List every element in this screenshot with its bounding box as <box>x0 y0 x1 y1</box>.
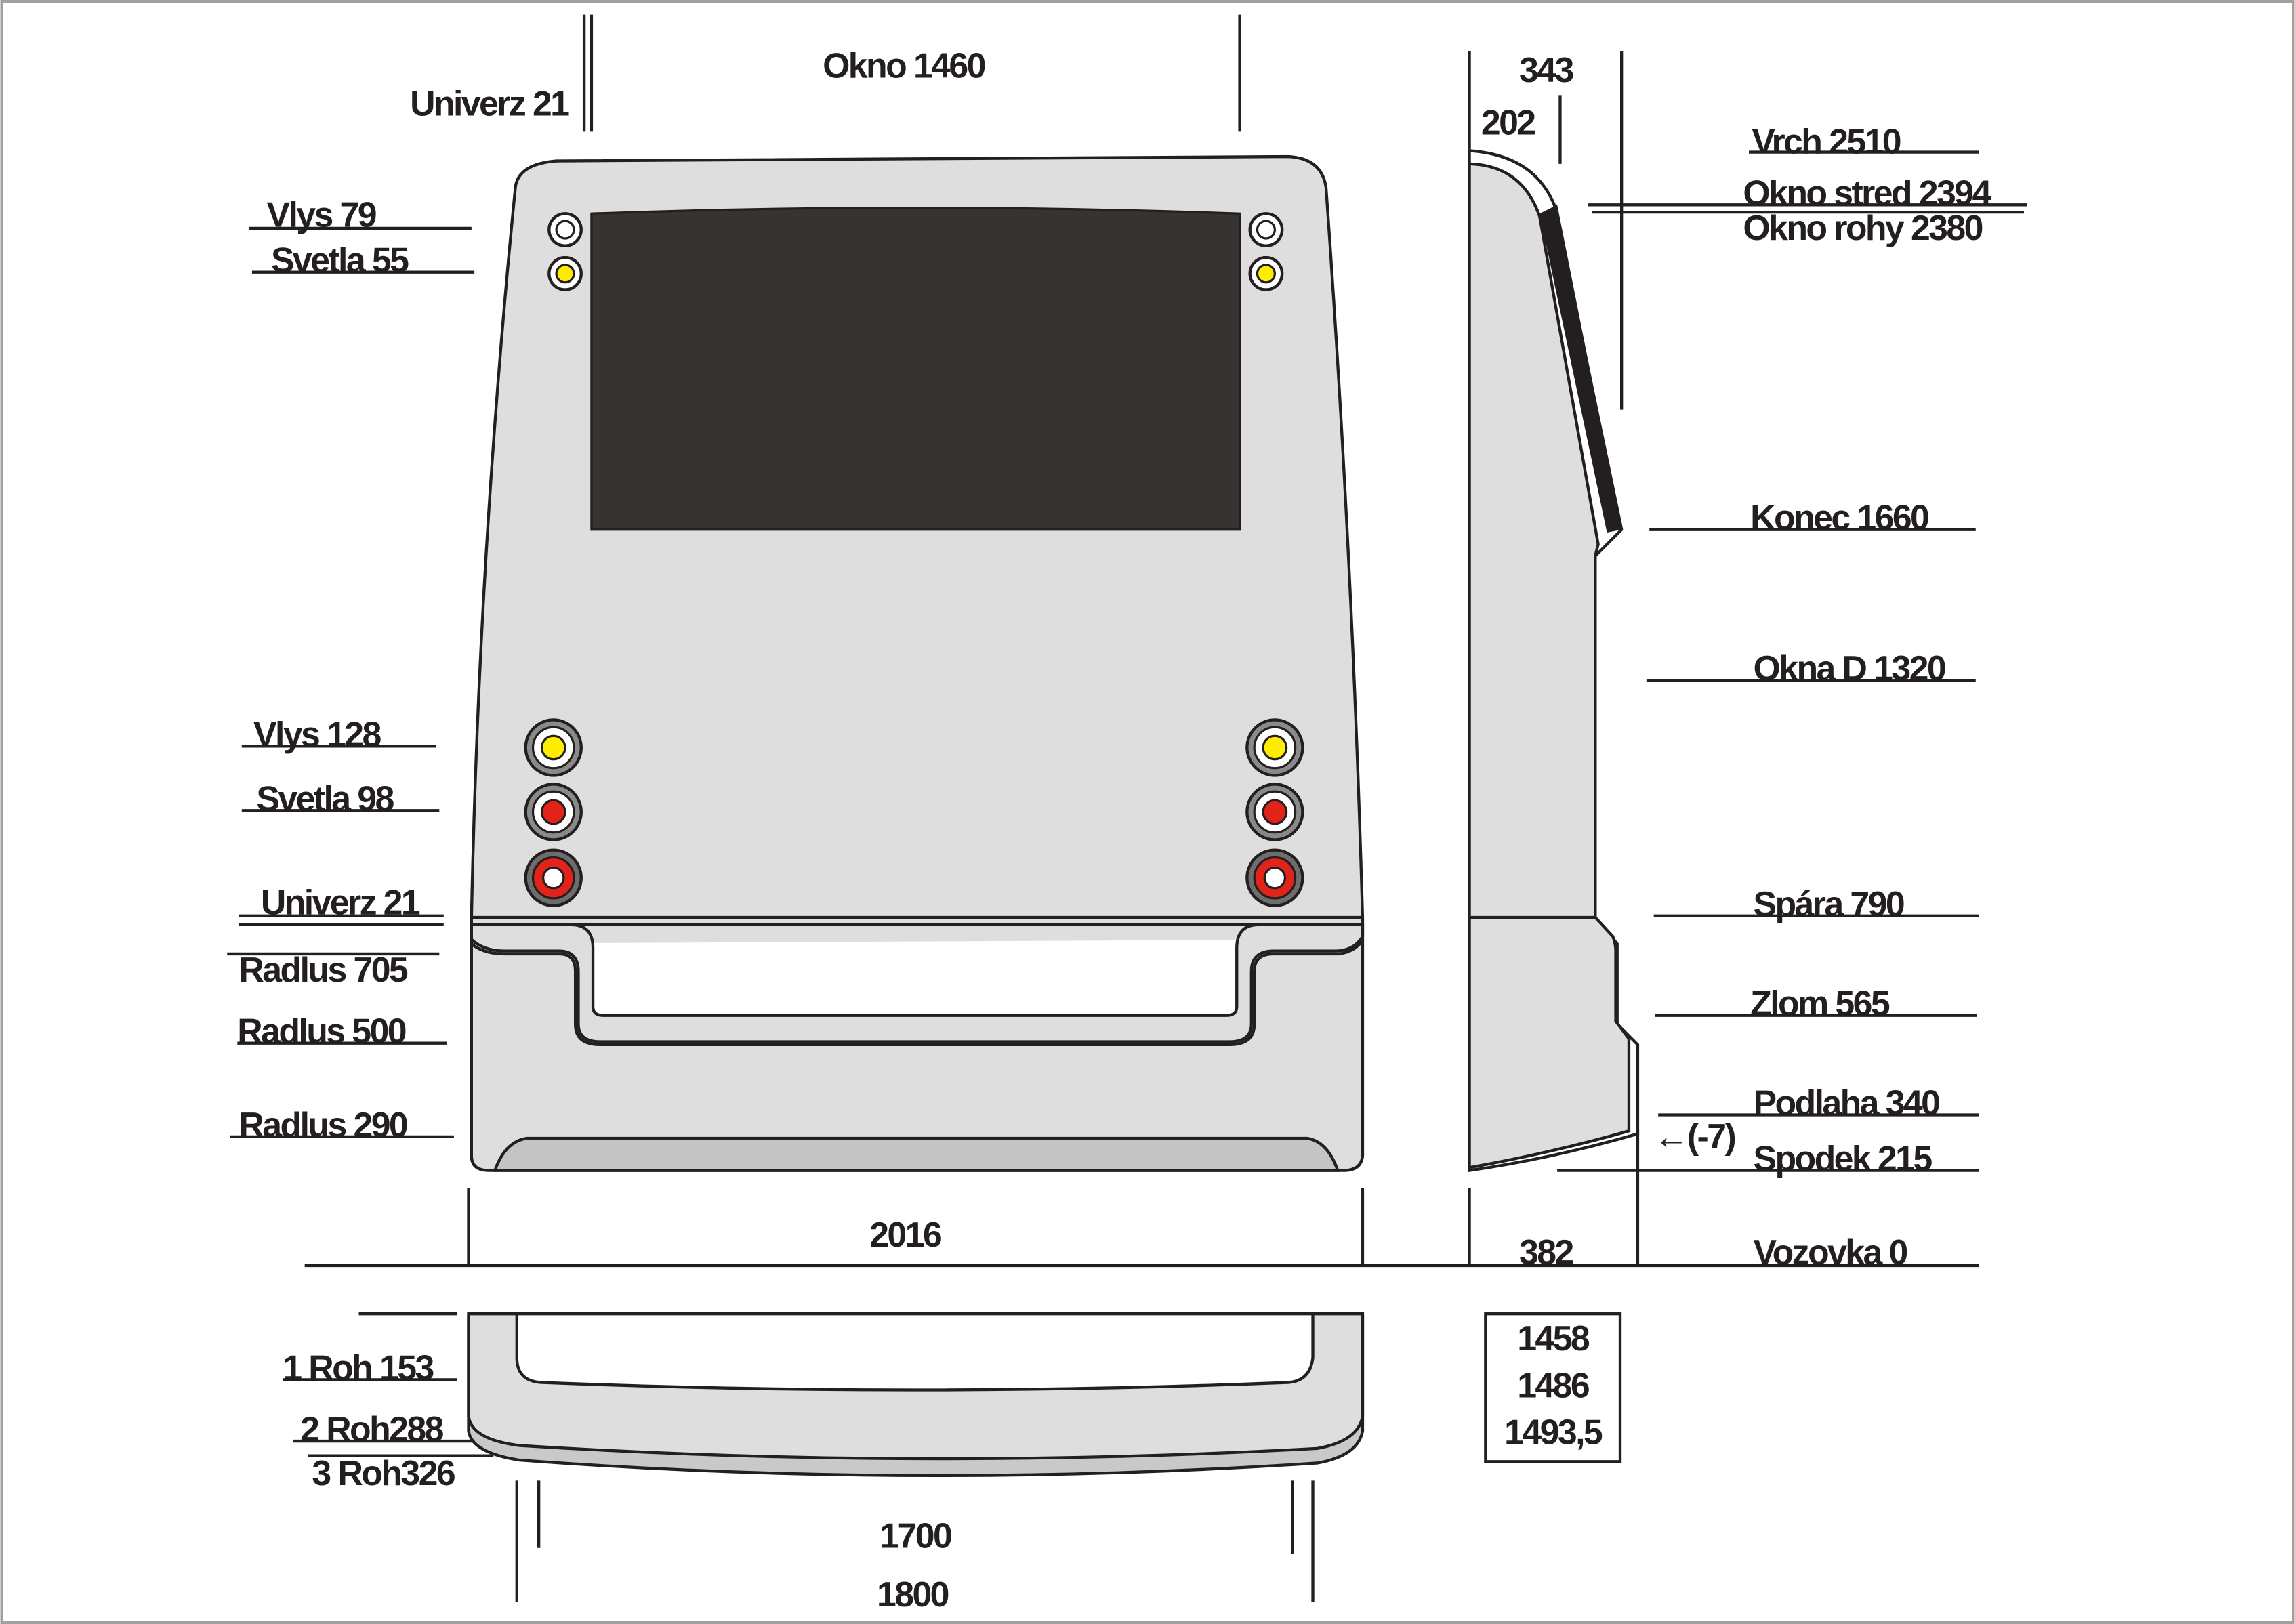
box-value: 1493,5 <box>1504 1412 1603 1451</box>
reverse-light-core <box>1263 866 1287 890</box>
box-value: 1486 <box>1517 1365 1589 1404</box>
side-view: 343 202 Vrch 2510 Okno stred 2394 Okno r… <box>1468 50 2027 1463</box>
label-radius-705: Radlus 705 <box>239 950 407 989</box>
label-okno-1460: Okno 1460 <box>823 45 985 85</box>
label-offset: ←(-7) <box>1654 1117 1735 1156</box>
label-svetla-55: Svetla 55 <box>271 241 409 280</box>
label-okno-rohy: Okno rohy 2380 <box>1743 208 1982 247</box>
label-roh-1: 1 Roh 153 <box>283 1348 433 1387</box>
label-width-1700: 1700 <box>880 1516 951 1556</box>
label-radius-290: Radlus 290 <box>239 1105 407 1144</box>
bottom-strip <box>493 1136 1340 1172</box>
plan-cutout <box>515 1312 1315 1392</box>
label-202: 202 <box>1481 103 1535 142</box>
bumper-inner <box>470 923 1365 1043</box>
label-svetla-98: Svetla 98 <box>256 778 394 818</box>
rear-right-light-cluster <box>1245 718 1304 907</box>
side-window-strip <box>1539 205 1622 533</box>
top-left-lights <box>547 212 583 291</box>
label-vozovka: Vozovka 0 <box>1754 1232 1907 1272</box>
marker-light-white-inner <box>555 220 575 240</box>
plan-view: 1 Roh 153 2 Roh288 3 Roh326 1700 1800 <box>283 1312 1365 1614</box>
box-value: 1458 <box>1517 1318 1590 1358</box>
tail-light-core <box>1262 799 1288 825</box>
label-okna-d: Okna D 1320 <box>1754 648 1945 688</box>
top-right-lights <box>1248 212 1284 291</box>
label-okno-stred: Okno stred 2394 <box>1743 173 1991 212</box>
values-box <box>1484 1312 1622 1463</box>
label-382: 382 <box>1519 1232 1573 1272</box>
label-konec: Konec 1660 <box>1750 498 1928 537</box>
label-roh-2: 2 Roh288 <box>300 1409 443 1449</box>
label-podlaha: Podlaha 340 <box>1754 1083 1940 1123</box>
label-vlys-79: Vlys 79 <box>267 195 376 234</box>
label-vrch: Vrch 2510 <box>1752 122 1900 161</box>
label-roh-3: 3 Roh326 <box>312 1453 454 1493</box>
label-radius-500: Radlus 500 <box>237 1012 405 1051</box>
rear-window <box>590 207 1241 531</box>
reverse-light-core <box>542 866 565 890</box>
label-width-1800: 1800 <box>877 1575 949 1614</box>
front-view: Univerz 21 Okno 1460 Vlys 79 Svetla 55 V… <box>227 14 1979 1268</box>
label-343: 343 <box>1519 50 1573 89</box>
label-univerz-21: Univerz 21 <box>261 883 420 922</box>
indicator-light-core <box>1262 734 1288 761</box>
indicator-light-core <box>540 734 566 761</box>
marker-light-white-inner <box>1256 220 1276 240</box>
marker-light-yellow-inner <box>1256 264 1276 284</box>
label-spara: Spára 790 <box>1754 884 1904 923</box>
tail-light-core <box>540 799 566 825</box>
rear-left-light-cluster <box>524 718 583 907</box>
label-vlys-128: Vlys 128 <box>253 714 381 753</box>
label-zlom: Zlom 565 <box>1750 984 1890 1023</box>
label-width-2016: 2016 <box>869 1215 941 1254</box>
label-univerz-top: Univerz 21 <box>410 84 569 123</box>
label-spodek: Spodek 215 <box>1754 1139 1932 1178</box>
marker-light-yellow-inner <box>555 264 575 284</box>
